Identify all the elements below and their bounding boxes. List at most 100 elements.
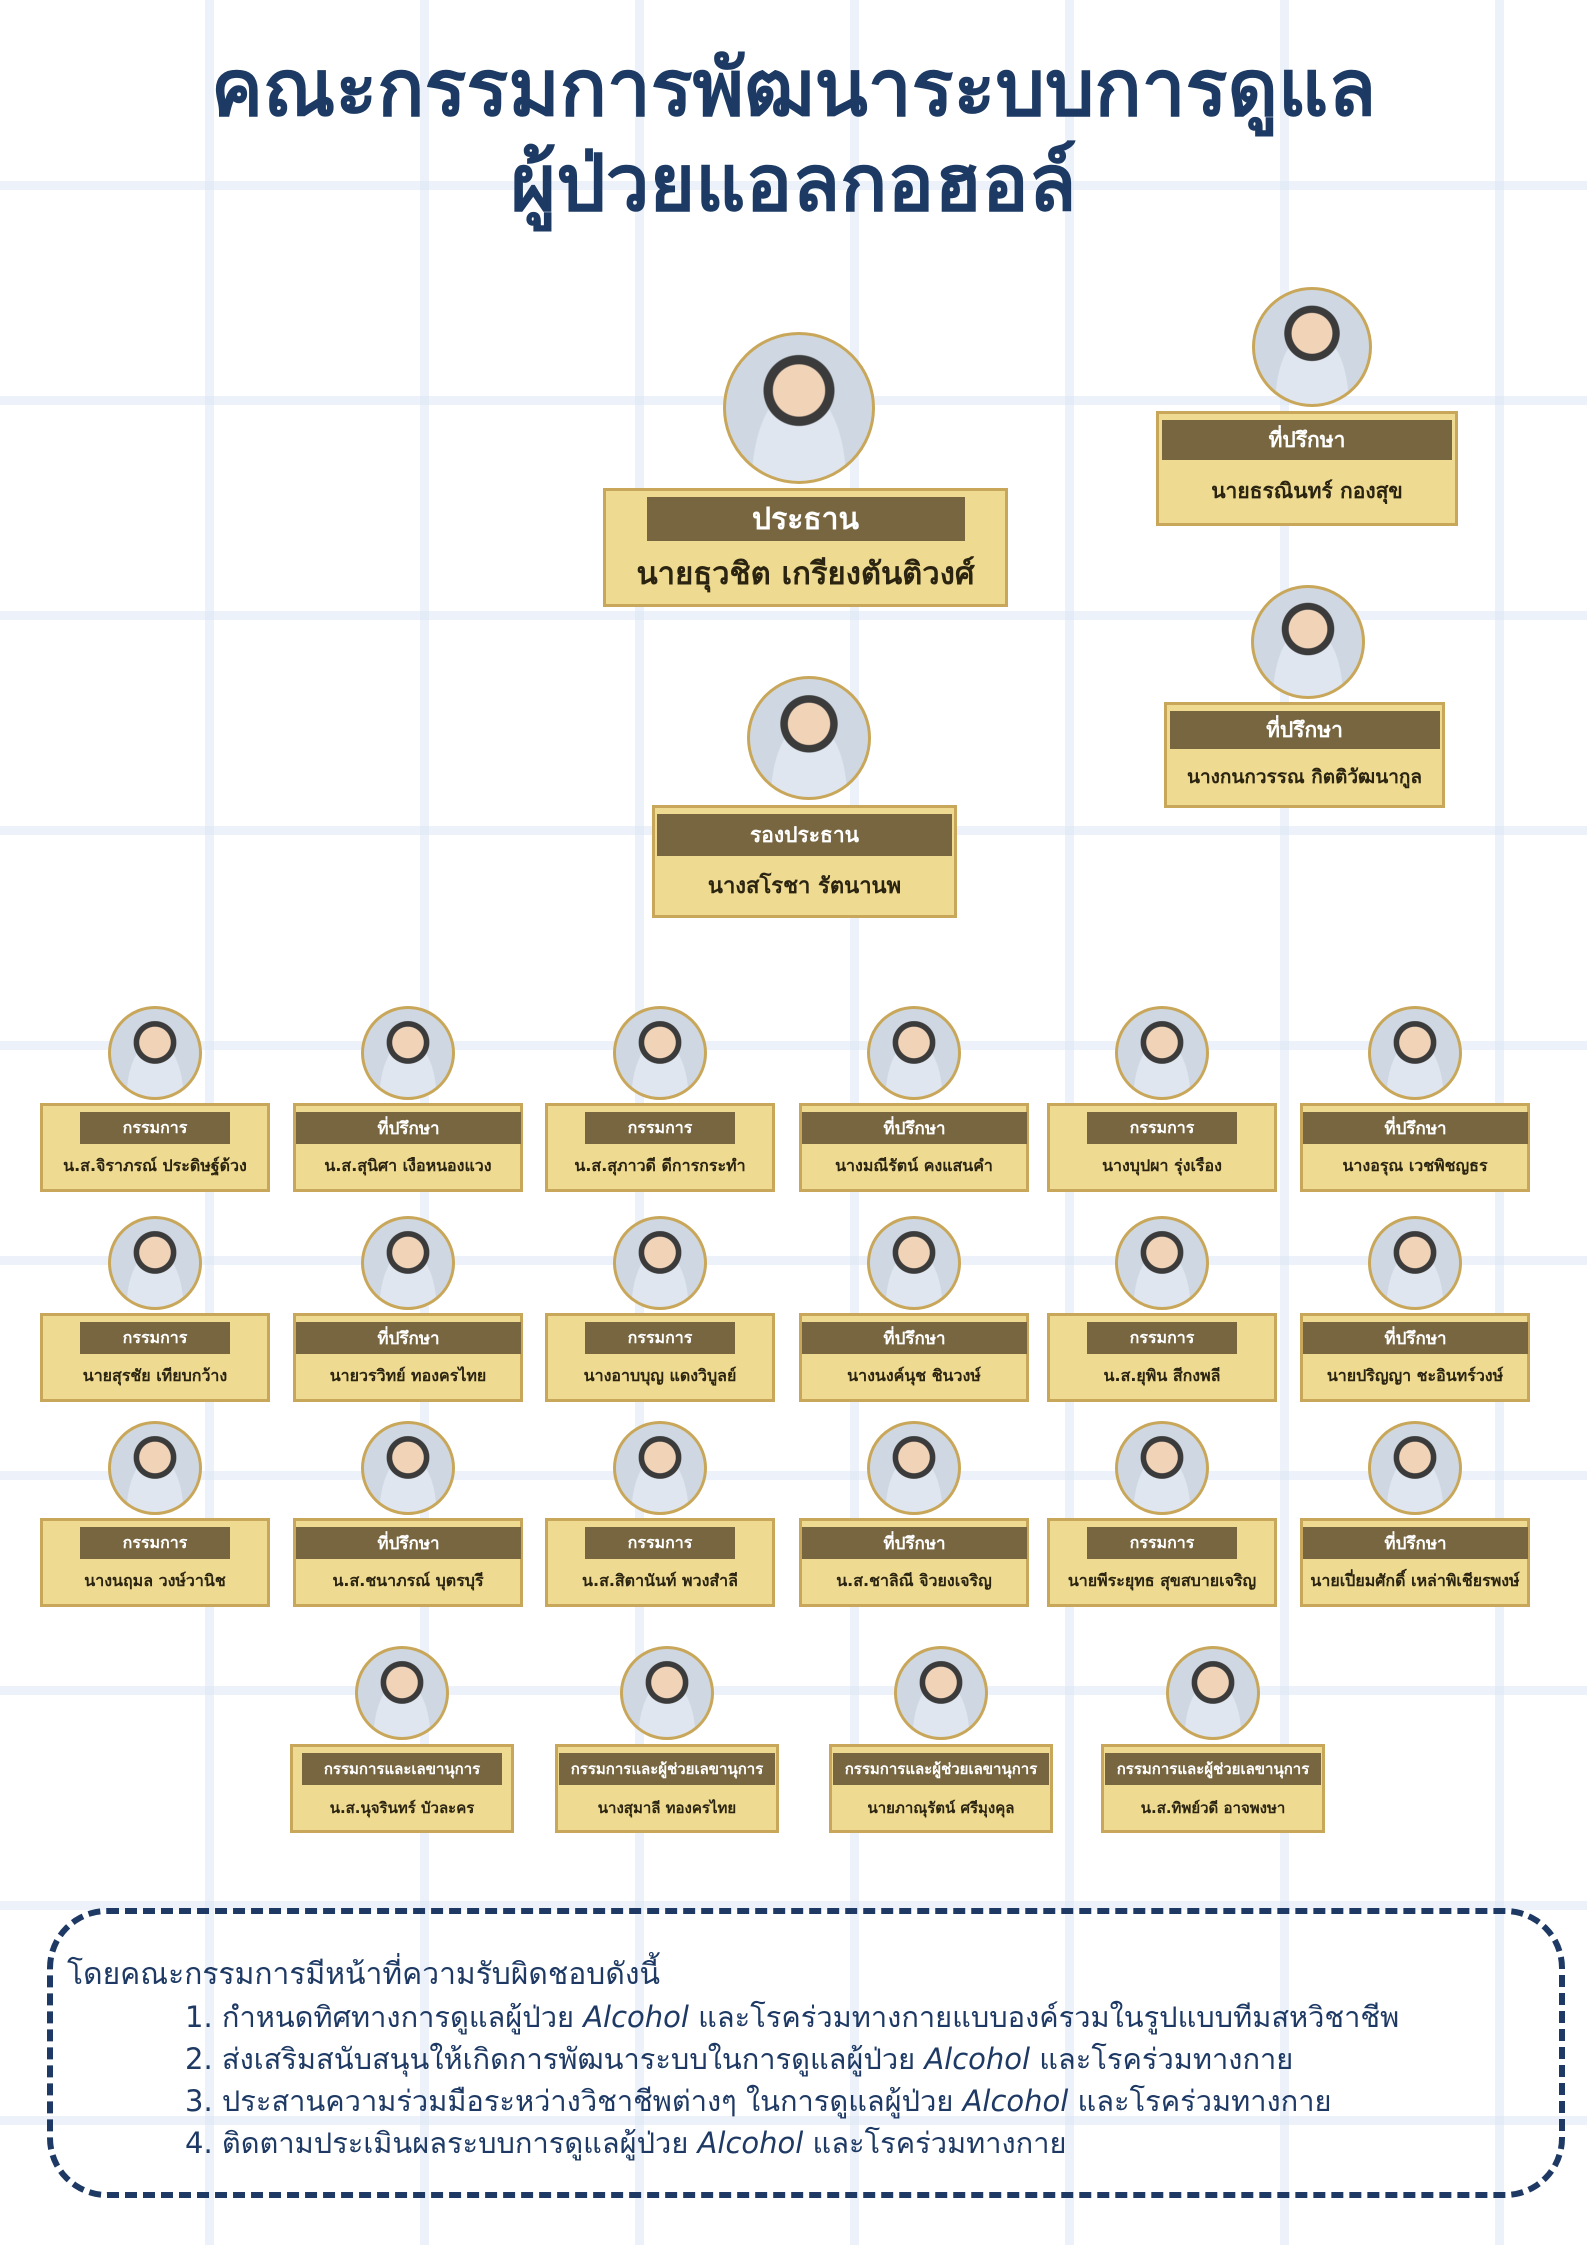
member-photo	[613, 1216, 707, 1310]
member-name: น.ส.จิราภรณ์ ประดิษฐ์ด้วง	[63, 1156, 247, 1175]
member-role: ที่ปรึกษา	[1162, 420, 1452, 460]
member-role: กรรมการ	[1087, 1112, 1237, 1144]
member-card: กรรมการและผู้ช่วยเลขานุการนายภาณุรัตน์ ศ…	[829, 1744, 1053, 1833]
member-card: กรรมการน.ส.จิราภรณ์ ประดิษฐ์ด้วง	[40, 1103, 270, 1192]
member-photo	[1166, 1646, 1260, 1740]
member-role: รองประธาน	[657, 814, 952, 856]
member-role: กรรมการ	[80, 1112, 230, 1144]
member-card: กรรมการนางอาบบุญ แดงวิบูลย์	[545, 1313, 775, 1402]
member-card: ที่ปรึกษานางกนกวรรณ กิตติวัฒนากูล	[1164, 702, 1445, 808]
member-name: นางนฤมล วงษ์วานิช	[84, 1571, 226, 1590]
duty-item: 1. กำหนดทิศทางการดูแลผู้ป่วย Alcohol และ…	[185, 2000, 1400, 2034]
member-role: ที่ปรึกษา	[802, 1322, 1027, 1354]
member-card: กรรมการนางบุปผา รุ่งเรือง	[1047, 1103, 1277, 1192]
member-photo	[1251, 585, 1365, 699]
member-name: นางมณีรัตน์ คงแสนคำ	[835, 1156, 993, 1175]
member-card: กรรมการและผู้ช่วยเลขานุการนางสุมาลี ทองค…	[555, 1744, 779, 1833]
member-card: ที่ปรึกษาน.ส.สุนิศา เงือหนองแวง	[293, 1103, 523, 1192]
member-photo	[867, 1421, 961, 1515]
member-card: ที่ปรึกษานางนงค์นุช ชินวงษ์	[799, 1313, 1029, 1402]
member-name: นายเปี่ยมศักดิ์ เหล่าพิเชียรพงษ์	[1310, 1571, 1520, 1590]
page-title-line1: คณะกรรมการพัฒนาระบบการดูแล	[210, 44, 1377, 134]
member-role: กรรมการ	[80, 1527, 230, 1559]
member-photo	[894, 1646, 988, 1740]
member-photo	[1115, 1006, 1209, 1100]
member-photo	[1252, 287, 1372, 407]
member-name: นายธรณินทร์ กองสุข	[1211, 479, 1403, 503]
member-photo	[108, 1006, 202, 1100]
member-role: กรรมการ	[1087, 1322, 1237, 1354]
member-photo	[1368, 1006, 1462, 1100]
member-name: นายวรวิทย์ ทองครไทย	[329, 1366, 487, 1385]
member-role: กรรมการ	[585, 1527, 735, 1559]
duties-heading: โดยคณะกรรมการมีหน้าที่ความรับผิดชอบดังนี…	[67, 1957, 660, 1992]
member-name: นายพีระยุทธ สุขสบายเจริญ	[1067, 1571, 1257, 1590]
member-photo	[747, 676, 871, 800]
member-role: ที่ปรึกษา	[1303, 1527, 1528, 1559]
member-card: ที่ปรึกษานางมณีรัตน์ คงแสนคำ	[799, 1103, 1029, 1192]
member-role: ที่ปรึกษา	[296, 1322, 521, 1354]
member-photo	[355, 1646, 449, 1740]
member-name: นายธุวชิต เกรียงตันติวงศ์	[636, 555, 975, 592]
member-role: ที่ปรึกษา	[1169, 711, 1440, 749]
member-card: ที่ปรึกษานายเปี่ยมศักดิ์ เหล่าพิเชียรพงษ…	[1300, 1518, 1530, 1607]
member-name: นางสุมาลี ทองครไทย	[597, 1798, 737, 1817]
member-name: น.ส.สิตานันท์ พวงสำลี	[582, 1571, 738, 1590]
member-card: กรรมการและเลขานุการน.ส.นุจรินทร์ บัวละคร	[290, 1744, 514, 1833]
member-role: ที่ปรึกษา	[802, 1112, 1027, 1144]
member-role: ที่ปรึกษา	[296, 1527, 521, 1559]
member-card: กรรมการน.ส.สุภาวดี ดีการกระทำ	[545, 1103, 775, 1192]
member-name: นางสโรชา รัตนานพ	[707, 874, 902, 899]
member-role: กรรมการและผู้ช่วยเลขานุการ	[559, 1753, 775, 1785]
member-card: กรรมการนายสุรชัย เทียบกว้าง	[40, 1313, 270, 1402]
member-name: น.ส.ยุพิน สีกงพลี	[1103, 1366, 1221, 1385]
member-card: กรรมการน.ส.สิตานันท์ พวงสำลี	[545, 1518, 775, 1607]
member-card: ที่ปรึกษานางอรุณ เวชพิชญธร	[1300, 1103, 1530, 1192]
member-photo	[361, 1421, 455, 1515]
member-role: ที่ปรึกษา	[296, 1112, 521, 1144]
member-role: กรรมการ	[80, 1322, 230, 1354]
member-card: ที่ปรึกษานายธรณินทร์ กองสุข	[1156, 411, 1458, 526]
member-card: ที่ปรึกษานายปริญญา ชะอินทร์วงษ์	[1300, 1313, 1530, 1402]
member-role: กรรมการ	[585, 1322, 735, 1354]
member-card: ที่ปรึกษาน.ส.ชาลิณี จิวยงเจริญ	[799, 1518, 1029, 1607]
member-card: ที่ปรึกษาน.ส.ชนาภรณ์ บุตรบุรี	[293, 1518, 523, 1607]
member-photo	[867, 1216, 961, 1310]
member-photo	[1368, 1421, 1462, 1515]
member-card: กรรมการนางนฤมล วงษ์วานิช	[40, 1518, 270, 1607]
member-name: นายภาณุรัตน์ ศรีมุงคุล	[867, 1798, 1015, 1817]
member-name: นางนงค์นุช ชินวงษ์	[847, 1366, 981, 1385]
duties-panel: โดยคณะกรรมการมีหน้าที่ความรับผิดชอบดังนี…	[47, 1908, 1565, 2198]
member-photo	[108, 1216, 202, 1310]
member-photo	[108, 1421, 202, 1515]
duty-item: 4. ติดตามประเมินผลระบบการดูแลผู้ป่วย Alc…	[185, 2126, 1067, 2160]
member-name: น.ส.ชนาภรณ์ บุตรบุรี	[332, 1571, 484, 1590]
member-photo	[1115, 1216, 1209, 1310]
member-role: ที่ปรึกษา	[802, 1527, 1027, 1559]
member-card: ที่ปรึกษานายวรวิทย์ ทองครไทย	[293, 1313, 523, 1402]
member-photo	[613, 1006, 707, 1100]
member-photo	[1115, 1421, 1209, 1515]
member-photo	[723, 332, 875, 484]
member-name: น.ส.สุภาวดี ดีการกระทำ	[574, 1156, 746, 1175]
member-card: ประธานนายธุวชิต เกรียงตันติวงศ์	[603, 488, 1008, 607]
member-name: นางกนกวรรณ กิตติวัฒนากูล	[1186, 766, 1423, 788]
member-card: รองประธานนางสโรชา รัตนานพ	[652, 805, 957, 918]
member-role: กรรมการและผู้ช่วยเลขานุการ	[833, 1753, 1049, 1785]
member-card: กรรมการนายพีระยุทธ สุขสบายเจริญ	[1047, 1518, 1277, 1607]
member-photo	[867, 1006, 961, 1100]
duty-item: 2. ส่งเสริมสนับสนุนให้เกิดการพัฒนาระบบใน…	[185, 2042, 1294, 2076]
member-photo	[361, 1006, 455, 1100]
member-photo	[1368, 1216, 1462, 1310]
member-name: นางบุปผา รุ่งเรือง	[1102, 1156, 1222, 1175]
member-name: น.ส.ชาลิณี จิวยงเจริญ	[836, 1571, 992, 1590]
member-name: น.ส.สุนิศา เงือหนองแวง	[324, 1156, 492, 1175]
member-name: นายปริญญา ชะอินทร์วงษ์	[1326, 1366, 1504, 1385]
member-photo	[620, 1646, 714, 1740]
member-role: ที่ปรึกษา	[1303, 1112, 1528, 1144]
member-role: ประธาน	[646, 497, 965, 541]
member-name: นางอาบบุญ แดงวิบูลย์	[583, 1366, 737, 1385]
member-role: กรรมการ	[1087, 1527, 1237, 1559]
member-card: กรรมการและผู้ช่วยเลขานุการน.ส.ทิพย์วดี อ…	[1101, 1744, 1325, 1833]
member-name: นายสุรชัย เทียบกว้าง	[82, 1366, 228, 1385]
